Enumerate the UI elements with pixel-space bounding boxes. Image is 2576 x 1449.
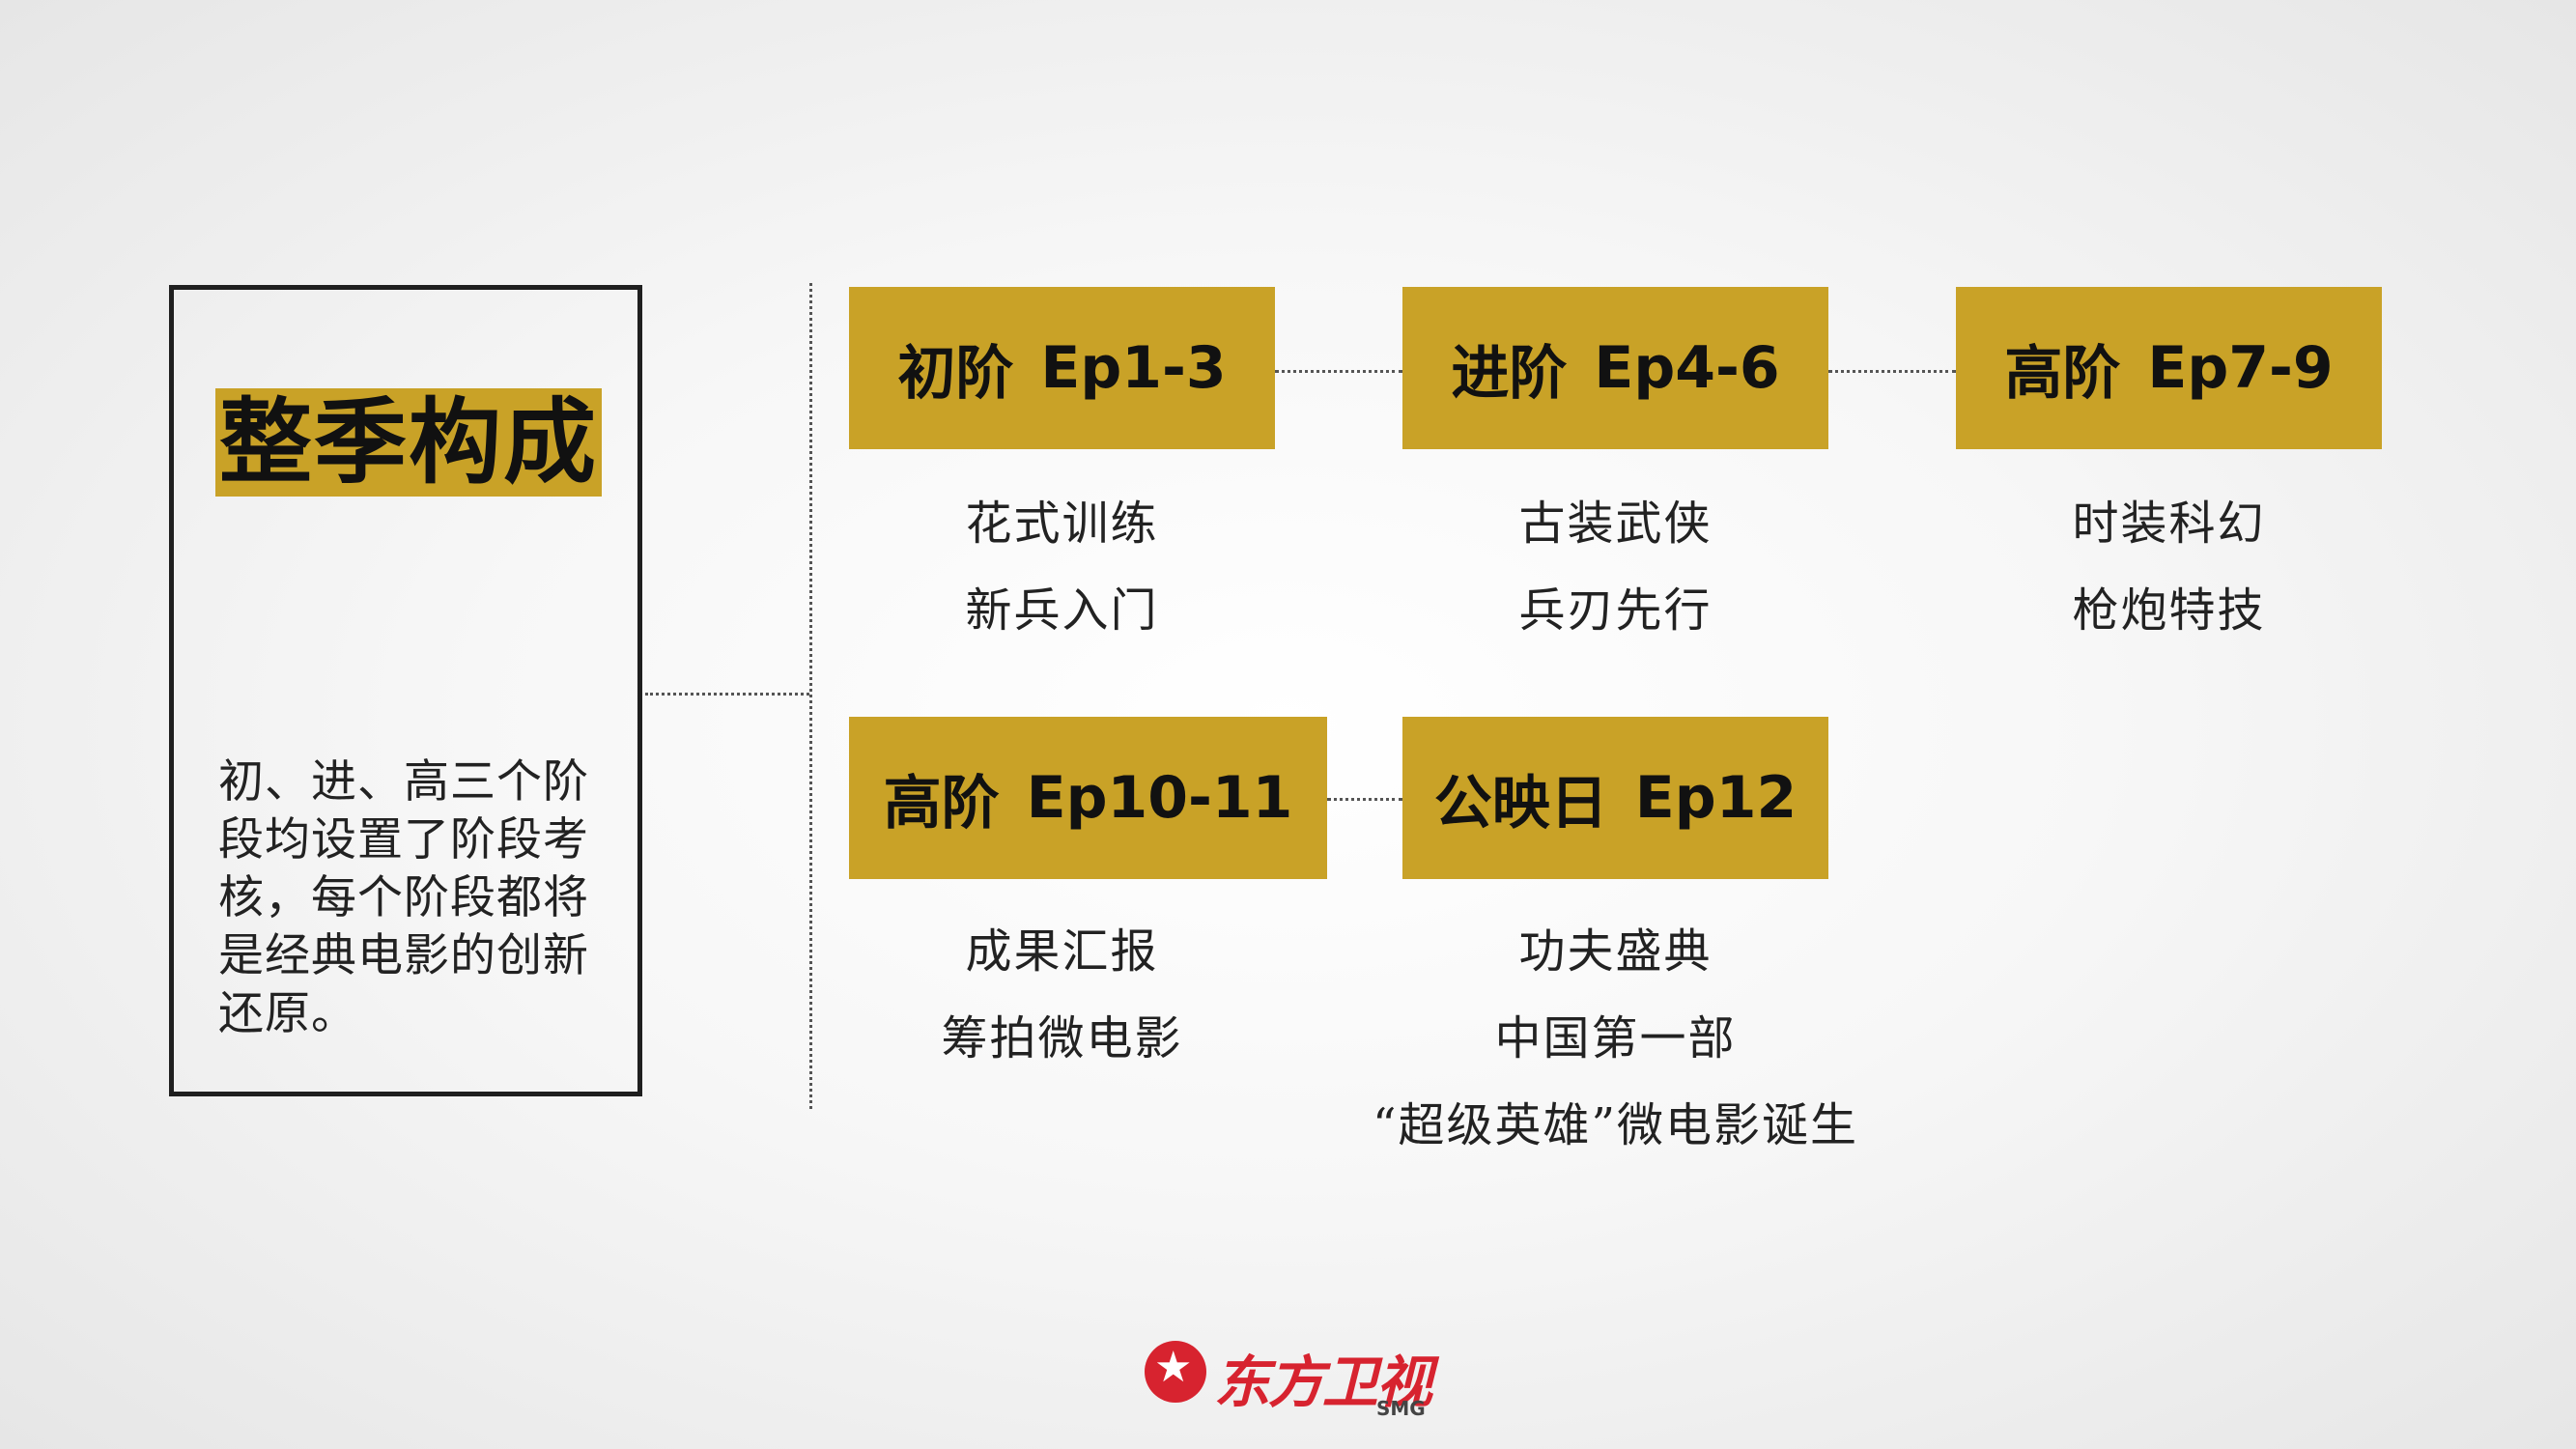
stage-box-premiere: 公映日 Ep12	[1402, 717, 1828, 879]
stage-line: 功夫盛典	[1518, 924, 1713, 979]
star-icon: ★	[1145, 1341, 1206, 1403]
season-title: 整季构成	[215, 388, 602, 497]
stage-line: 筹拍微电影	[941, 1011, 1183, 1065]
stage-episodes: Ep7-9	[2147, 334, 2334, 402]
stage-box-intermediate: 进阶 Ep4-6	[1402, 287, 1828, 449]
connector-stage4-stage5	[1327, 798, 1402, 801]
stage-episodes: Ep10-11	[1026, 764, 1293, 832]
stage-box-advanced: 高阶 Ep7-9	[1956, 287, 2382, 449]
stage-line: 花式训练	[965, 497, 1159, 551]
stage-line: 古装武侠	[1518, 497, 1713, 551]
stage-episodes: Ep1-3	[1040, 334, 1227, 402]
connector-stage1-stage2	[1275, 370, 1402, 373]
stage-description-premiere: 功夫盛典 中国第一部 “超级英雄”微电影诞生	[1316, 908, 1915, 1169]
stage-line: 枪炮特技	[2072, 583, 2266, 638]
connector-panel-to-timeline	[645, 693, 809, 696]
dragon-tv-logo: ★ 东方卫视 SMG	[1145, 1341, 1434, 1428]
stage-name: 高阶	[2004, 339, 2121, 408]
stage-line: 新兵入门	[965, 583, 1159, 638]
stage-episodes: Ep12	[1634, 764, 1798, 832]
stage-name: 初阶	[897, 339, 1014, 408]
brand-sub: SMG	[1376, 1397, 1426, 1420]
connector-stage2-stage3	[1828, 370, 1956, 373]
stage-line: 兵刃先行	[1518, 583, 1713, 638]
season-summary-panel: 整季构成 初、进、高三个阶段均设置了阶段考核，每个阶段都将是经典电影的创新还原。	[169, 285, 642, 1096]
timeline-vertical-line	[809, 283, 812, 1109]
stage-name: 进阶	[1451, 339, 1568, 408]
stage-description-advanced: 时装科幻 枪炮特技	[1956, 480, 2382, 654]
stage-name: 高阶	[883, 769, 1000, 838]
stage-line: “超级英雄”微电影诞生	[1372, 1098, 1859, 1152]
stage-episodes: Ep4-6	[1594, 334, 1780, 402]
stage-box-advanced-final: 高阶 Ep10-11	[849, 717, 1327, 879]
stage-description-advanced-final: 成果汇报 筹拍微电影	[849, 908, 1275, 1082]
season-description: 初、进、高三个阶段均设置了阶段考核，每个阶段都将是经典电影的创新还原。	[218, 755, 589, 1040]
stage-box-beginner: 初阶 Ep1-3	[849, 287, 1275, 449]
stage-line: 时装科幻	[2072, 497, 2266, 551]
brand-name: 东方卫视	[1214, 1350, 1432, 1415]
stage-name: 公映日	[1433, 769, 1608, 838]
stage-description-beginner: 花式训练 新兵入门	[849, 480, 1275, 654]
stage-line: 中国第一部	[1494, 1011, 1737, 1065]
stage-line: 成果汇报	[965, 924, 1159, 979]
stage-description-intermediate: 古装武侠 兵刃先行	[1402, 480, 1828, 654]
